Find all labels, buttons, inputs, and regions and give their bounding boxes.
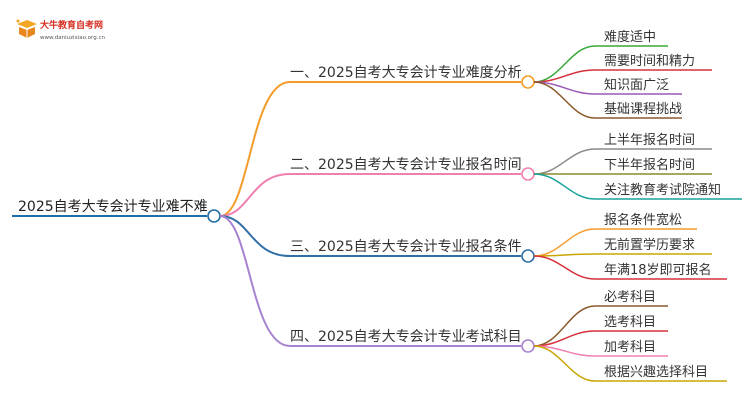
- leaf-1-4: 基础课程挑战: [604, 102, 683, 117]
- leaf-3-2-connector: [533, 253, 712, 257]
- leaf-4-3: 加考科目: [604, 340, 657, 355]
- leaf-3-1: 报名条件宽松: [604, 213, 683, 228]
- branch-1-node-dot: [521, 75, 535, 89]
- branch-2-connector: [219, 173, 521, 217]
- leaf-4-4-connector: [533, 345, 727, 382]
- branch-1-connector: [219, 81, 521, 217]
- leaf-3-3-connector: [533, 255, 727, 280]
- leaf-4-4: 根据兴趣选择科目: [604, 365, 709, 380]
- leaf-2-2: 下半年报名时间: [604, 158, 696, 173]
- branch-4-node-dot: [521, 339, 535, 353]
- leaf-4-2-connector: [533, 330, 668, 347]
- site-logo: [14, 16, 134, 48]
- leaf-3-1-connector: [533, 228, 697, 257]
- leaf-4-2: 选考科目: [604, 315, 657, 330]
- leaf-1-4-connector: [533, 81, 682, 119]
- leaf-1-1-connector: [533, 45, 668, 83]
- logo-title: 大牛教育自考网: [40, 21, 104, 31]
- branch-2-label: 二、2025自考大专会计专业报名时间: [290, 157, 522, 173]
- leaf-4-1-connector: [533, 305, 668, 347]
- root-node-label: 2025自考大专会计专业难不难: [18, 199, 208, 215]
- branch-1-label: 一、2025自考大专会计专业难度分析: [290, 65, 522, 81]
- book-logo-icon: [16, 19, 37, 38]
- branch-4-connector: [219, 215, 521, 347]
- branch-2-node-dot: [521, 167, 535, 181]
- leaf-2-3: 关注教育考试院通知: [604, 183, 722, 198]
- leaf-3-3: 年满18岁即可报名: [604, 263, 712, 278]
- leaf-2-3-connector: [533, 173, 742, 200]
- leaf-4-1: 必考科目: [604, 290, 657, 305]
- leaf-1-2-connector: [533, 69, 712, 83]
- logo-url: www.daniuzixiao.org.cn: [40, 35, 105, 41]
- leaf-2-1: 上半年报名时间: [604, 133, 696, 148]
- leaf-4-3-connector: [533, 345, 668, 357]
- branch-3-node-dot: [521, 249, 535, 263]
- leaf-3-2: 无前置学历要求: [604, 238, 696, 253]
- leaf-2-1-connector: [533, 148, 712, 175]
- branch-3-connector: [219, 215, 521, 257]
- branch-4-label: 四、2025自考大专会计专业考试科目: [290, 329, 522, 345]
- leaf-1-3: 知识面广泛: [604, 78, 670, 93]
- leaf-1-2: 需要时间和精力: [604, 54, 696, 69]
- leaf-1-3-connector: [533, 81, 682, 95]
- branch-3-label: 三、2025自考大专会计专业报名条件: [290, 239, 522, 255]
- root-node-dot: [207, 209, 221, 223]
- leaf-1-1: 难度适中: [604, 30, 657, 45]
